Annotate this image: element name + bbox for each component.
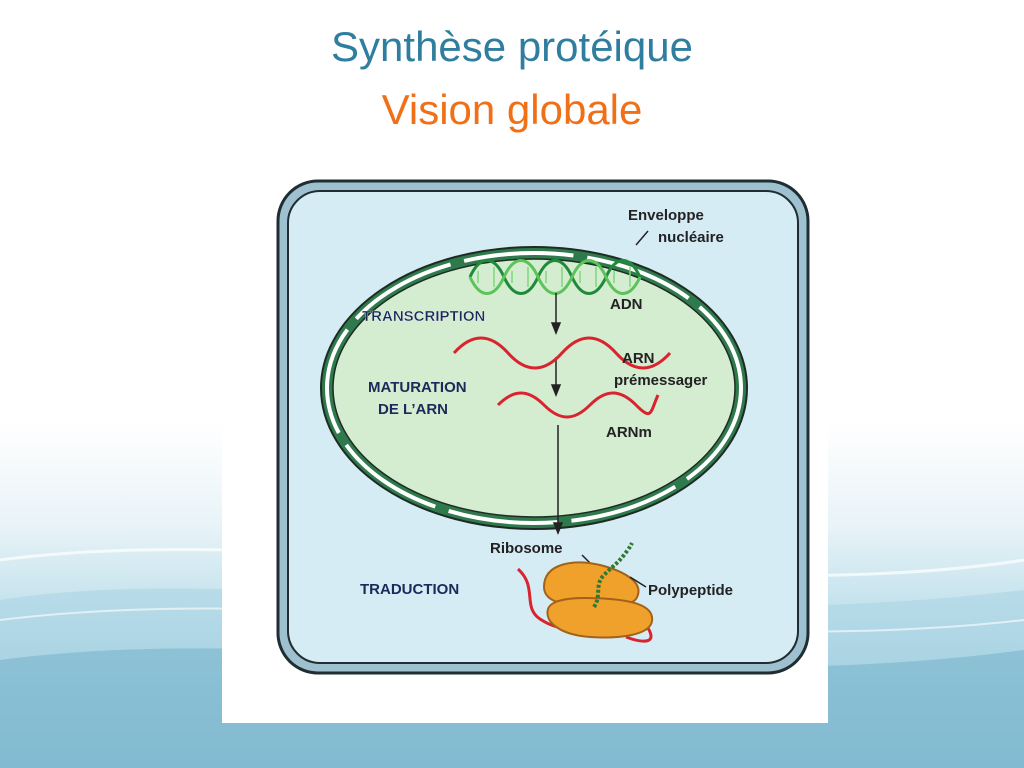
step-transcription: TRANSCRIPTION [362,308,485,325]
flow-arrows [550,293,564,536]
polypeptide-pointer [629,576,647,588]
dna-helix [468,259,642,295]
protein-synthesis-diagram: Enveloppe nucléaire ADN TRANSCRIPTION AR… [222,167,828,723]
ribosome-icon [542,561,654,639]
label-ribosome: Ribosome [490,540,563,557]
step-maturation-line2: DE L’ARN [378,401,448,418]
polypeptide-chain [592,542,634,609]
label-adn: ADN [610,296,643,313]
nuclear-envelope-pores [325,251,743,525]
label-polypeptide: Polypeptide [648,582,733,599]
label-arn-line2: prémessager [614,372,708,389]
label-arnm: ARNm [606,424,652,441]
label-arn-line1: ARN [622,350,655,367]
envelope-pointer [635,230,649,246]
pre-mrna-strand [452,336,672,370]
mrna-strand [496,391,660,419]
nucleoplasm [332,258,736,518]
step-traduction: TRADUCTION [360,581,459,598]
label-envelope-line1: Enveloppe [628,207,704,224]
slide-title: Synthèse protéique [331,23,693,70]
label-envelope-line2: nucléaire [658,229,724,246]
step-maturation-line1: MATURATION [368,379,467,396]
slide-subtitle: Vision globale [381,86,643,133]
